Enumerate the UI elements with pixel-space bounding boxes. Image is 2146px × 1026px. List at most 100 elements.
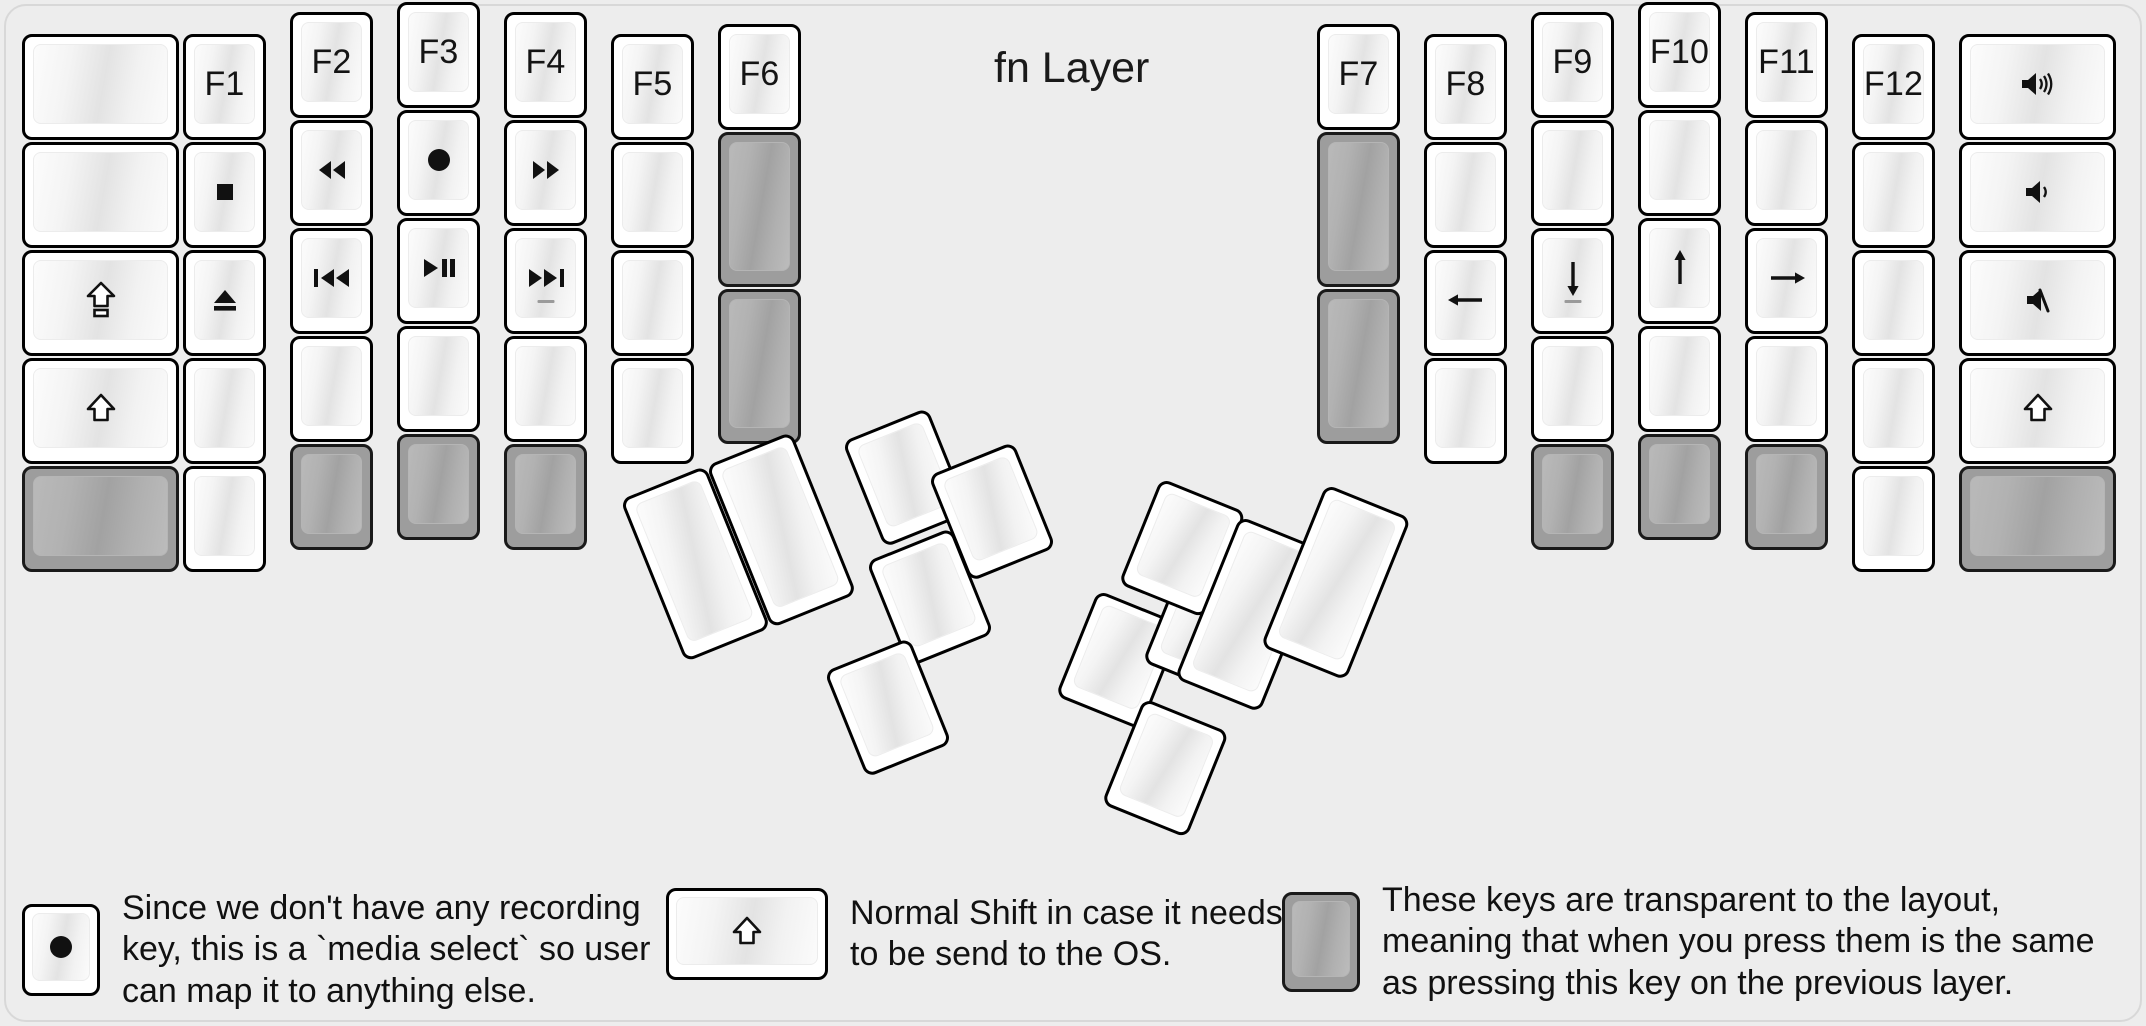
key-arrow-right[interactable] — [1745, 228, 1828, 334]
key-f7[interactable]: F7 — [1317, 24, 1400, 130]
key-volume-up[interactable] — [1959, 34, 2116, 140]
key-blank-3[interactable] — [183, 358, 266, 464]
key-blank-14[interactable] — [1531, 336, 1614, 442]
legend-media-select: Since we don't have any recording key, t… — [22, 888, 650, 1012]
key-transparent-3[interactable] — [397, 434, 480, 540]
legend-normal-shift-text: Normal Shift in case it needs to be send… — [850, 893, 1283, 973]
page-title: fn Layer — [994, 44, 1150, 92]
key-transparent-6[interactable] — [718, 289, 801, 444]
legend-key-normal-shift — [666, 888, 828, 980]
keycap-top — [301, 130, 362, 210]
key-transparent-1[interactable] — [22, 466, 179, 572]
key-eject[interactable] — [183, 250, 266, 356]
key-blank-17[interactable] — [1745, 120, 1828, 226]
key-f6[interactable]: F6 — [718, 24, 801, 130]
key-transparent-12[interactable] — [1959, 466, 2116, 572]
key-blank-6[interactable] — [397, 326, 480, 432]
key-blank-5[interactable] — [290, 336, 373, 442]
key-label: F1 — [204, 65, 245, 103]
keycap-top: F10 — [1649, 12, 1710, 92]
key-transparent-7[interactable] — [1317, 132, 1400, 287]
key-arrow-left[interactable] — [1424, 250, 1507, 356]
key-blank-10[interactable] — [611, 358, 694, 464]
keycap-top — [1649, 228, 1710, 308]
key-transparent-2[interactable] — [290, 444, 373, 550]
keycap-top — [1756, 346, 1817, 426]
legend-transparent-key: These keys are transparent to the layout… — [1282, 880, 2095, 1004]
keycap-top — [1863, 368, 1924, 448]
key-f1[interactable]: F1 — [183, 34, 266, 140]
key-next-track[interactable] — [504, 228, 587, 334]
key-blank-7[interactable] — [504, 336, 587, 442]
key-blank-8[interactable] — [611, 142, 694, 248]
legend-keycap-top — [1292, 901, 1350, 978]
key-blank-9[interactable] — [611, 250, 694, 356]
key-f4[interactable]: F4 — [504, 12, 587, 118]
keycap-top — [33, 152, 168, 232]
key-label: F8 — [1445, 65, 1486, 103]
key-volume-down[interactable] — [1959, 142, 2116, 248]
key-blank-4[interactable] — [183, 466, 266, 572]
key-f10[interactable]: F10 — [1638, 2, 1721, 108]
key-transparent-8[interactable] — [1317, 289, 1400, 444]
key-label: F3 — [418, 33, 459, 71]
key-arrow-up[interactable] — [1638, 218, 1721, 324]
key-transparent-9[interactable] — [1531, 444, 1614, 550]
key-blank-18[interactable] — [1745, 336, 1828, 442]
key-f11[interactable]: F11 — [1745, 12, 1828, 118]
key-shift[interactable] — [22, 358, 179, 464]
keycap-top — [1970, 152, 2105, 232]
key-f12[interactable]: F12 — [1852, 34, 1935, 140]
key-mute[interactable] — [1959, 250, 2116, 356]
keycap-top — [1117, 711, 1216, 820]
key-blank-22[interactable] — [1852, 466, 1935, 572]
keycap-top — [729, 142, 790, 271]
key-blank-19[interactable] — [1852, 142, 1935, 248]
key-blank-12[interactable] — [1424, 358, 1507, 464]
media-prev-track-icon — [308, 265, 356, 291]
key-blank-1[interactable] — [22, 34, 179, 140]
arrow-right-icon — [1765, 265, 1809, 291]
key-blank-13[interactable] — [1531, 120, 1614, 226]
keycap-top: F8 — [1435, 44, 1496, 124]
key-blank-21[interactable] — [1852, 358, 1935, 464]
key-label: F12 — [1863, 65, 1924, 103]
shift-icon — [732, 914, 762, 948]
key-transparent-10[interactable] — [1638, 434, 1721, 540]
media-play-pause-icon — [416, 255, 462, 281]
key-f5[interactable]: F5 — [611, 34, 694, 140]
key-caps-shift[interactable] — [22, 250, 179, 356]
key-f8[interactable]: F8 — [1424, 34, 1507, 140]
key-transparent-4[interactable] — [504, 444, 587, 550]
keycap-top — [515, 130, 576, 210]
key-blank-16[interactable] — [1638, 326, 1721, 432]
key-shift-right[interactable] — [1959, 358, 2116, 464]
key-transparent-5[interactable] — [718, 132, 801, 287]
key-stop[interactable] — [183, 142, 266, 248]
keycap-top: F12 — [1863, 44, 1924, 124]
key-media-select[interactable] — [397, 110, 480, 216]
key-arrow-down[interactable] — [1531, 228, 1614, 334]
keycap-top — [1542, 346, 1603, 426]
key-f3[interactable]: F3 — [397, 2, 480, 108]
key-prev-track[interactable] — [290, 228, 373, 334]
shift-icon — [2023, 391, 2053, 425]
key-blank-15[interactable] — [1638, 110, 1721, 216]
key-rewind[interactable] — [290, 120, 373, 226]
key-label: F4 — [525, 43, 566, 81]
key-transparent-11[interactable] — [1745, 444, 1828, 550]
key-f9[interactable]: F9 — [1531, 12, 1614, 118]
media-record-icon — [44, 930, 78, 964]
key-blank-11[interactable] — [1424, 142, 1507, 248]
keycap-top — [408, 444, 469, 524]
keycap-top — [1970, 260, 2105, 340]
key-fast-forward[interactable] — [504, 120, 587, 226]
key-play-pause[interactable] — [397, 218, 480, 324]
key-blank-20[interactable] — [1852, 250, 1935, 356]
keycap-top — [1970, 476, 2105, 556]
key-blank-2[interactable] — [22, 142, 179, 248]
key-label: F2 — [311, 43, 352, 81]
keycap-top — [1328, 299, 1389, 428]
key-f2[interactable]: F2 — [290, 12, 373, 118]
